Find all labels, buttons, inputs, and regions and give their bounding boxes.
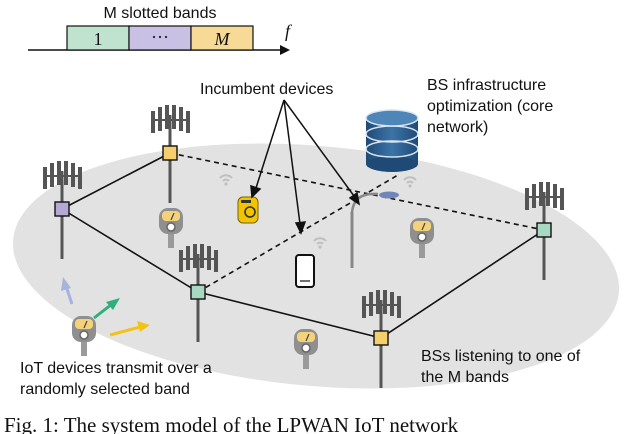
iot-transmission-arrows	[61, 277, 150, 337]
frequency-axis-arrow	[280, 45, 290, 55]
band-cell-m-label: M	[214, 29, 231, 49]
bs-node-purple-left	[54, 201, 70, 217]
band-cell-dots	[128, 25, 192, 51]
bs-node-yellow-bottom	[373, 330, 389, 346]
bands-title: M slotted bands	[104, 5, 217, 22]
bs-node-green-middle	[190, 284, 206, 300]
incumbent-pointer-arrows	[250, 99, 361, 235]
street-lamp-icon	[350, 191, 399, 268]
frequency-axis-label: f	[285, 21, 293, 41]
iot-devices-label-line-2: randomly selected band	[20, 381, 190, 398]
bs-node-green-right	[536, 222, 552, 238]
bs-infra-label-line-3: network)	[427, 119, 488, 136]
smartphone-icon	[295, 254, 315, 288]
database-icon	[365, 109, 419, 172]
bs-listening-label-line-2: the M bands	[421, 369, 509, 386]
parking-meter-icon	[71, 315, 97, 357]
incumbent-devices-label: Incumbent devices	[200, 81, 333, 98]
backhaul-links	[61, 152, 545, 339]
coverage-area	[12, 143, 620, 389]
band-cell-m	[190, 25, 254, 51]
iot-devices-label-line-1: IoT devices transmit over a	[20, 360, 212, 377]
band-cell-1-label: 1	[94, 29, 103, 49]
smart-meter-icon	[237, 196, 259, 224]
bs-listening-label-line-1: BSs listening to one of	[421, 348, 581, 365]
band-cell-dots-label: ···	[151, 27, 169, 47]
bs-infra-label-line-1: BS infrastructure	[427, 77, 546, 94]
figure-caption: Fig. 1: The system model of the LPWAN Io…	[4, 413, 459, 434]
bs-node-yellow-top	[162, 145, 178, 161]
bs-infra-label-line-2: optimization (core	[427, 98, 553, 115]
